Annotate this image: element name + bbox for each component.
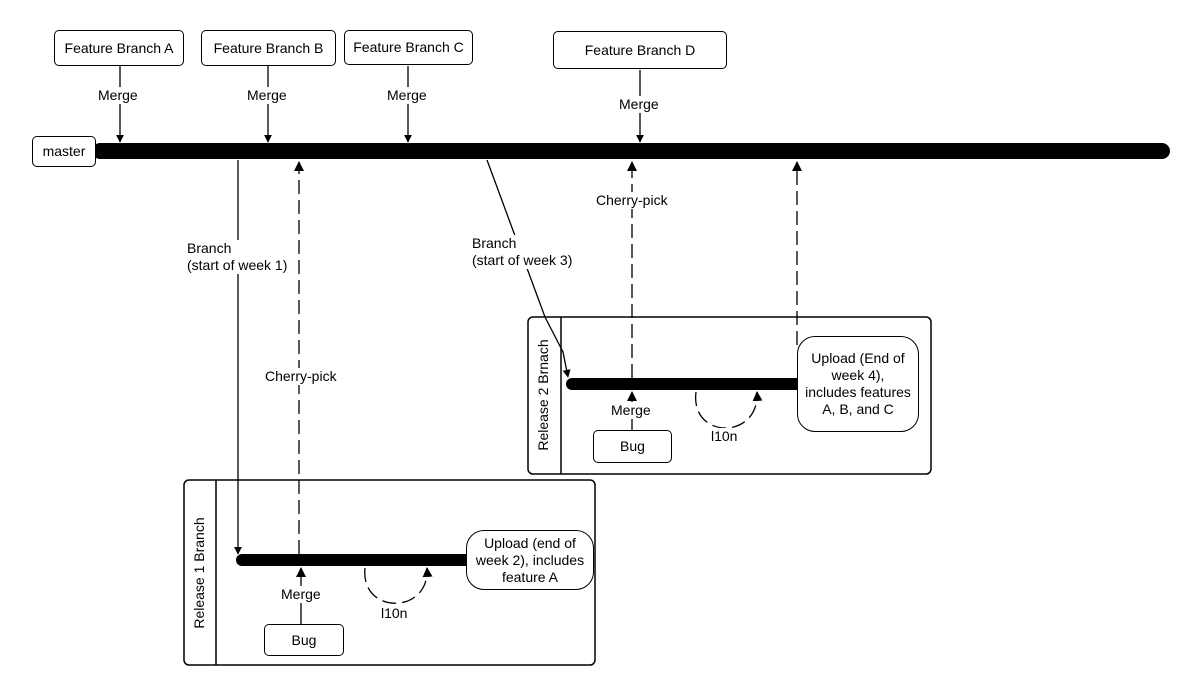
merge-label-d: Merge xyxy=(619,96,659,113)
feature-branch-c-label: Feature Branch C xyxy=(353,39,464,55)
cherry-pick-2-label: Cherry-pick xyxy=(596,192,668,209)
branch-week3-line1: Branch xyxy=(472,235,517,251)
release2-upload-line4: A, B, and C xyxy=(822,401,894,417)
release1-title: Release 1 Branch xyxy=(191,517,207,629)
release2-upload-line3: includes features xyxy=(805,384,911,400)
merge-label-b: Merge xyxy=(247,87,287,104)
merge-label-a: Merge xyxy=(98,87,138,104)
branch-week3-label: Branch (start of week 3) xyxy=(472,235,573,269)
l10n-loop-1 xyxy=(364,567,433,604)
release1-upload-line3: feature A xyxy=(501,568,559,585)
release2-upload-line1: Upload (End of xyxy=(811,350,905,366)
release1-bug-box: Bug xyxy=(264,624,344,656)
cherry-pick-1-label: Cherry-pick xyxy=(265,368,337,385)
l10n-loop-2 xyxy=(695,391,763,429)
release1-upload-line2: week 2), includes xyxy=(475,551,585,568)
release2-bug-box: Bug xyxy=(593,430,672,463)
release1-container xyxy=(183,479,596,666)
release2-l10n-label: l10n xyxy=(711,428,738,445)
feature-branch-d-label: Feature Branch D xyxy=(584,41,696,58)
merge-label-c: Merge xyxy=(387,87,427,104)
release2-merge-label: Merge xyxy=(611,402,651,419)
release2-title: Release 2 Brnach xyxy=(535,339,551,451)
branch-week1-line2: (start of week 1) xyxy=(187,257,288,273)
feature-branch-d-box: Feature Branch D xyxy=(553,31,727,69)
release2-upload-note: Upload (End of week 4), includes feature… xyxy=(797,336,919,432)
release2-upload-line2: week 4), xyxy=(831,367,885,383)
feature-branch-a-label: Feature Branch A xyxy=(64,39,174,56)
release1-upload-note: Upload (end of week 2), includes feature… xyxy=(466,530,594,590)
branch-week1-line1: Branch xyxy=(187,240,232,256)
release2-bug-label: Bug xyxy=(620,438,645,454)
branch-week1-label: Branch (start of week 1) xyxy=(187,240,288,274)
release1-upload-line1: Upload (end of xyxy=(484,534,576,551)
release1-merge-label: Merge xyxy=(281,586,321,603)
feature-branch-a-box: Feature Branch A xyxy=(54,30,184,66)
feature-branch-c-box: Feature Branch C xyxy=(344,30,473,65)
feature-branch-b-label: Feature Branch B xyxy=(213,39,324,56)
release1-l10n-label: l10n xyxy=(381,605,408,622)
release2-container xyxy=(527,316,932,475)
feature-branch-b-box: Feature Branch B xyxy=(201,30,336,66)
release1-bug-label: Bug xyxy=(291,631,317,648)
branch-week3-line2: (start of week 3) xyxy=(472,252,573,268)
master-label: master xyxy=(42,143,86,159)
master-box: master xyxy=(32,136,96,167)
